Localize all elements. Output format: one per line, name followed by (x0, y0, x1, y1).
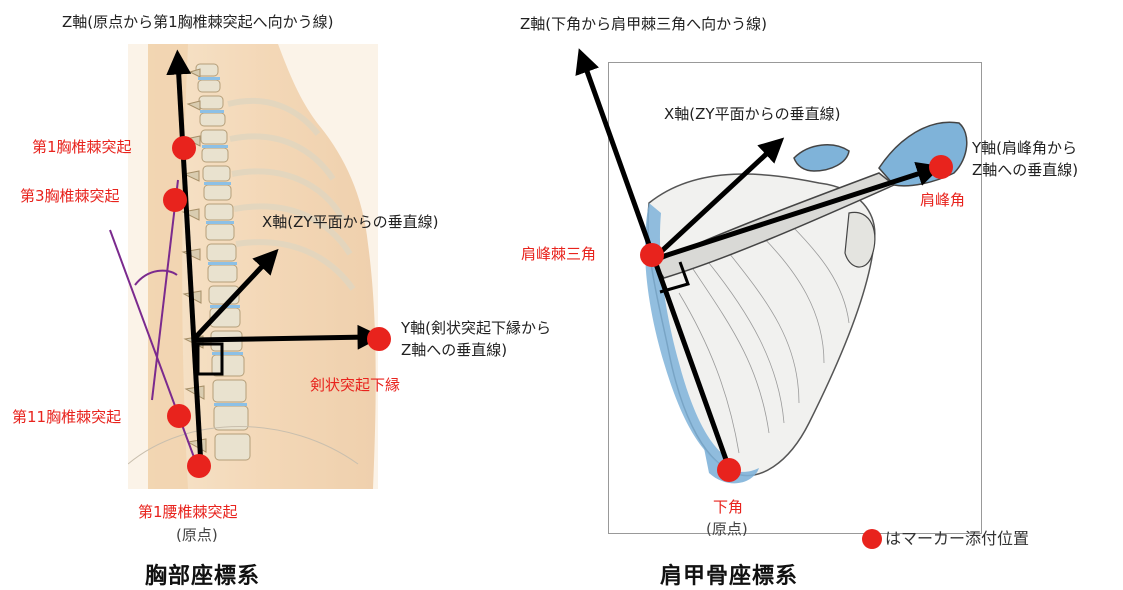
marker-acromion-angle (929, 155, 953, 179)
marker-t3-spinous (163, 188, 187, 212)
marker-xiphoid-label: 剣状突起下縁 (310, 375, 400, 395)
scapula-title: 肩甲骨座標系 (660, 558, 798, 590)
scapula-y-axis (652, 170, 930, 260)
marker-inferior-angle (717, 458, 741, 482)
thorax-z-axis-label: Z軸(原点から第1胸椎棘突起へ向かう線) (62, 12, 334, 32)
marker-acromion-label: 肩峰角 (920, 190, 965, 210)
thorax-x-axis-label: X軸(ZY平面からの垂直線) (262, 212, 438, 232)
marker-l1-label: 第1腰椎棘突起 (138, 502, 238, 522)
marker-l1-spinous (187, 454, 211, 478)
legend-text: はマーカー添付位置 (885, 529, 1029, 549)
scapula-y-axis-label-2: Z軸への垂直線) (972, 160, 1078, 180)
scapula-origin-note: (原点) (706, 519, 748, 539)
scapula-z-axis-label: Z軸(下角から肩甲棘三角へ向かう線) (520, 14, 767, 34)
thorax-x-axis (193, 258, 270, 340)
thorax-y-axis-label-2: Z軸への垂直線) (401, 340, 507, 360)
marker-xiphoid (367, 327, 391, 351)
scapula-x-axis-label: X軸(ZY平面からの垂直線) (664, 104, 840, 124)
marker-t1-label: 第1胸椎棘突起 (32, 137, 132, 157)
marker-spine-root-label: 肩峰棘三角 (521, 244, 596, 264)
marker-spine-root (640, 243, 664, 267)
scapula-y-axis-label-1: Y軸(肩峰角から (972, 138, 1077, 158)
marker-t11-label: 第11胸椎棘突起 (12, 407, 121, 427)
thorax-y-axis (193, 337, 370, 340)
thorax-right-angle (198, 344, 222, 374)
thorax-y-axis-label-1: Y軸(剣状突起下縁から (401, 318, 551, 338)
thorax-origin-note: (原点) (176, 525, 218, 545)
marker-t1-spinous (172, 136, 196, 160)
scapula-x-axis (652, 146, 775, 260)
marker-t3-label: 第3胸椎棘突起 (20, 186, 120, 206)
legend-marker-swatch (862, 529, 882, 549)
marker-t11-spinous (167, 404, 191, 428)
thorax-title: 胸部座標系 (145, 558, 260, 590)
marker-inferior-angle-label: 下角 (713, 497, 743, 517)
